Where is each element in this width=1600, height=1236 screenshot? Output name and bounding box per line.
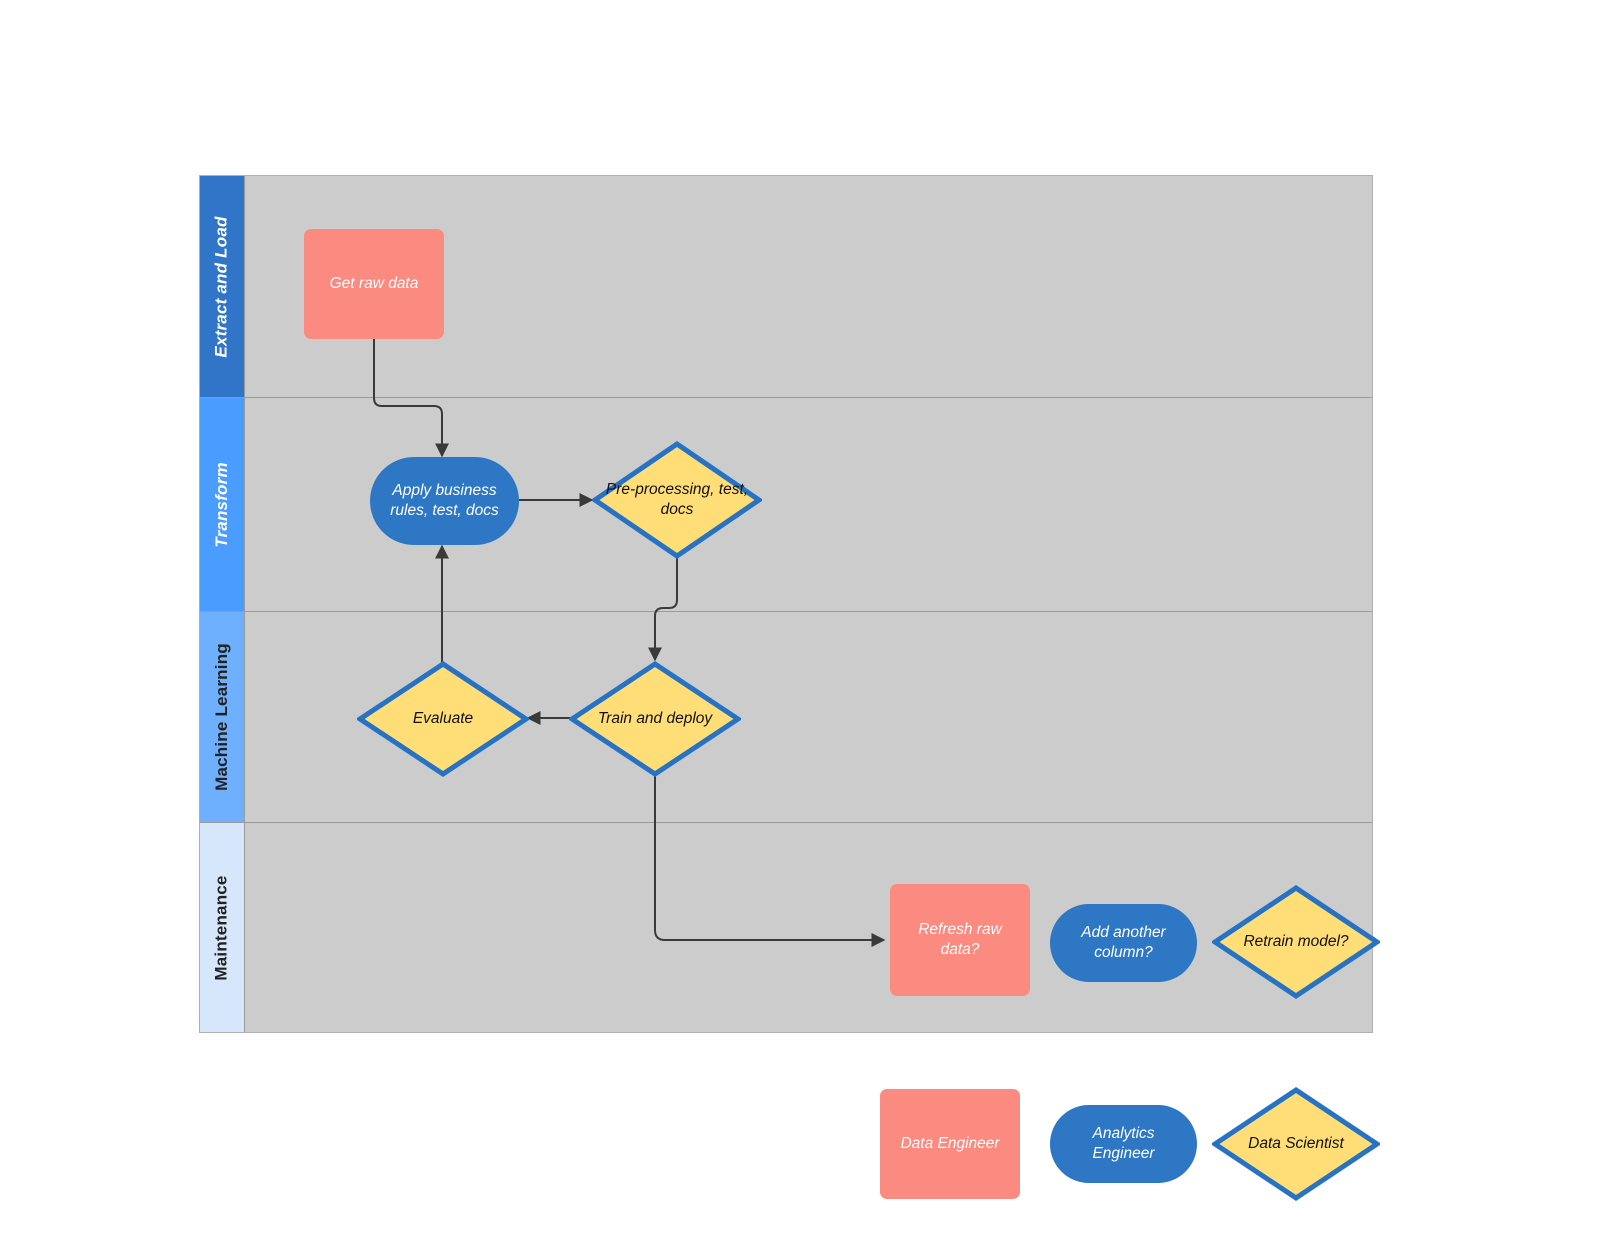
node-add-another-column[interactable]: Add another column? <box>1050 904 1197 982</box>
diamond-shape-retrain-model <box>1212 885 1380 999</box>
lane-header-machine-learning: Machine Learning <box>200 612 245 822</box>
node-label-evaluate: Evaluate <box>412 710 474 728</box>
lane-header-maintenance: Maintenance <box>200 823 245 1032</box>
node-label-train-and-deploy: Train and deploy <box>597 710 713 728</box>
lane-extract-and-load: Extract and Load <box>200 176 1372 398</box>
node-label-refresh-raw-data: Refresh raw data? <box>918 921 1002 958</box>
lane-header-extract-and-load: Extract and Load <box>200 176 245 397</box>
node-label-pre-processing: Pre-processing, test, docs <box>605 481 749 518</box>
role-legend: Data Engineer Analytics Engineer Data Sc… <box>880 1082 1380 1201</box>
node-refresh-raw-data[interactable]: Refresh raw data? <box>890 884 1030 996</box>
lane-title-transform: Transform <box>212 461 232 548</box>
legend-item-data-engineer[interactable]: Data Engineer <box>880 1089 1020 1199</box>
diamond-shape-data-scientist <box>1212 1087 1380 1201</box>
node-label-add-another-column: Add another column? <box>1081 924 1166 961</box>
legend-label-data-scientist: Data Scientist <box>1248 1135 1344 1153</box>
diamond-shape-train-and-deploy <box>569 661 741 777</box>
legend-label-data-engineer: Data Engineer <box>900 1135 1000 1153</box>
legend-item-data-scientist[interactable]: Data Scientist <box>1212 1087 1380 1201</box>
lane-header-transform: Transform <box>200 398 245 611</box>
lane-transform: Transform <box>200 398 1372 612</box>
lane-maintenance: Maintenance <box>200 823 1372 1032</box>
node-label-retrain-model: Retrain model? <box>1243 933 1349 951</box>
lane-title-machine-learning: Machine Learning <box>212 643 232 791</box>
node-evaluate[interactable]: Evaluate <box>357 661 529 777</box>
node-get-raw-data[interactable]: Get raw data <box>304 229 444 339</box>
node-retrain-model[interactable]: Retrain model? <box>1212 885 1380 999</box>
legend-label-analytics-engineer: Analytics Engineer <box>1092 1125 1155 1162</box>
lane-title-maintenance: Maintenance <box>212 874 232 981</box>
legend-item-analytics-engineer[interactable]: Analytics Engineer <box>1050 1105 1197 1183</box>
node-apply-business-rules[interactable]: Apply business rules, test, docs <box>370 457 519 545</box>
node-train-and-deploy[interactable]: Train and deploy <box>569 661 741 777</box>
node-label-get-raw-data: Get raw data <box>329 275 419 293</box>
lane-title-extract-and-load: Extract and Load <box>212 215 231 358</box>
diamond-shape-evaluate <box>357 661 529 777</box>
node-pre-processing[interactable]: Pre-processing, test, docs <box>592 441 762 559</box>
node-label-apply-business-rules: Apply business rules, test, docs <box>390 482 499 519</box>
